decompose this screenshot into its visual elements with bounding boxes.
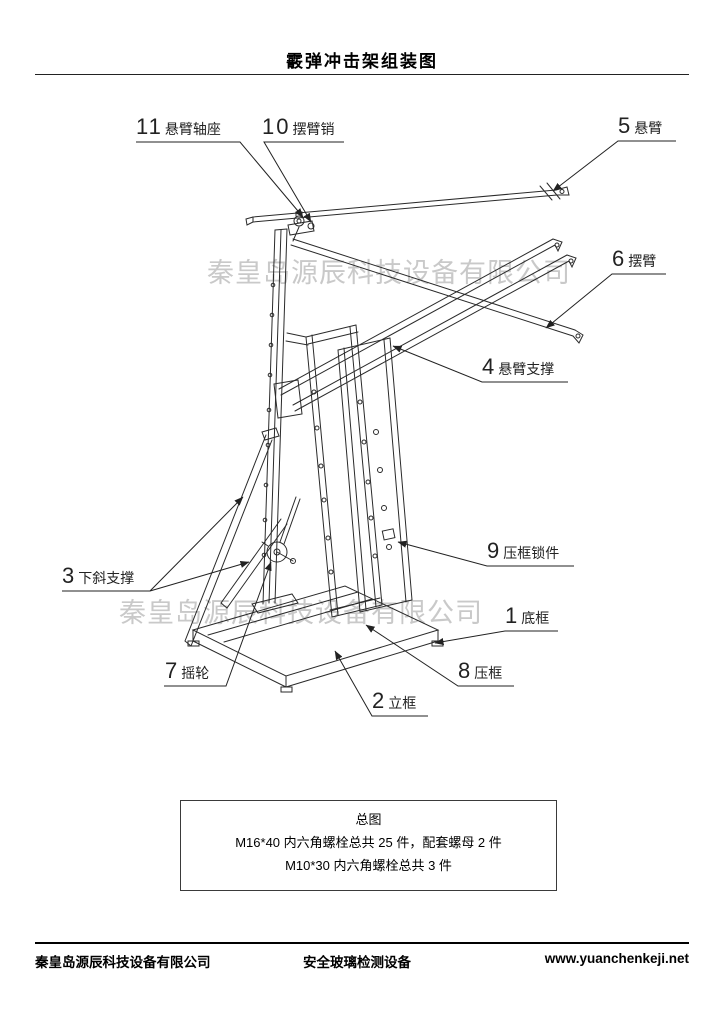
part-number: 2	[372, 688, 387, 713]
part-name: 摇轮	[181, 665, 210, 681]
watermark-text: 秦皇岛源辰科技设备有限公司	[119, 598, 483, 628]
part-name: 立框	[388, 695, 417, 711]
footer-rule	[35, 942, 689, 944]
part-name: 压框	[474, 665, 503, 681]
part-number: 4	[482, 354, 497, 379]
notes-line-2: M10*30 内六角螺栓总共 3 件	[285, 858, 452, 873]
header-rule	[35, 74, 689, 75]
part-press-frame	[337, 337, 413, 613]
callout-leaders	[62, 140, 676, 717]
part-name: 压框锁件	[503, 545, 560, 561]
part-name: 悬臂	[634, 120, 663, 136]
part-swing-arm-pin	[307, 222, 315, 230]
part-number: 11	[136, 114, 163, 139]
part-number: 9	[487, 538, 502, 563]
footer-product: 安全玻璃检测设备	[303, 955, 411, 970]
part-swing-arm	[290, 226, 584, 344]
footer-company: 秦皇岛源辰科技设备有限公司	[35, 955, 211, 970]
part-vertical-frame	[285, 324, 383, 618]
part-number: 5	[618, 113, 633, 138]
drawing	[184, 182, 584, 693]
part-number: 6	[612, 246, 627, 271]
part-hand-wheel	[261, 496, 301, 564]
notes-title: 总图	[355, 812, 382, 827]
part-name: 悬臂支撑	[498, 361, 555, 377]
part-base-frame	[187, 585, 444, 693]
part-name: 摆臂销	[292, 121, 335, 137]
part-number: 1	[505, 603, 520, 628]
notes-line-1: M16*40 内六角螺栓总共 25 件，配套螺母 2 件	[235, 835, 502, 850]
notes-box: 总图 M16*40 内六角螺栓总共 25 件，配套螺母 2 件 M10*30 内…	[180, 800, 557, 891]
part-number: 10	[262, 114, 291, 139]
page-title: 霰弹冲击架组装图	[286, 52, 438, 71]
part-name: 下斜支撑	[78, 570, 135, 586]
part-name: 底框	[521, 610, 550, 626]
part-press-frame-locks	[373, 429, 396, 550]
part-diagonal-supports	[184, 427, 288, 647]
part-number: 7	[165, 658, 180, 683]
part-name: 摆臂	[628, 253, 657, 269]
part-number: 8	[458, 658, 473, 683]
part-number: 3	[62, 563, 77, 588]
mast-column	[251, 228, 299, 614]
footer-website: www.yuanchenkeji.net	[544, 951, 689, 966]
part-name: 悬臂轴座	[164, 121, 221, 137]
part-cantilever-supports	[273, 238, 577, 419]
